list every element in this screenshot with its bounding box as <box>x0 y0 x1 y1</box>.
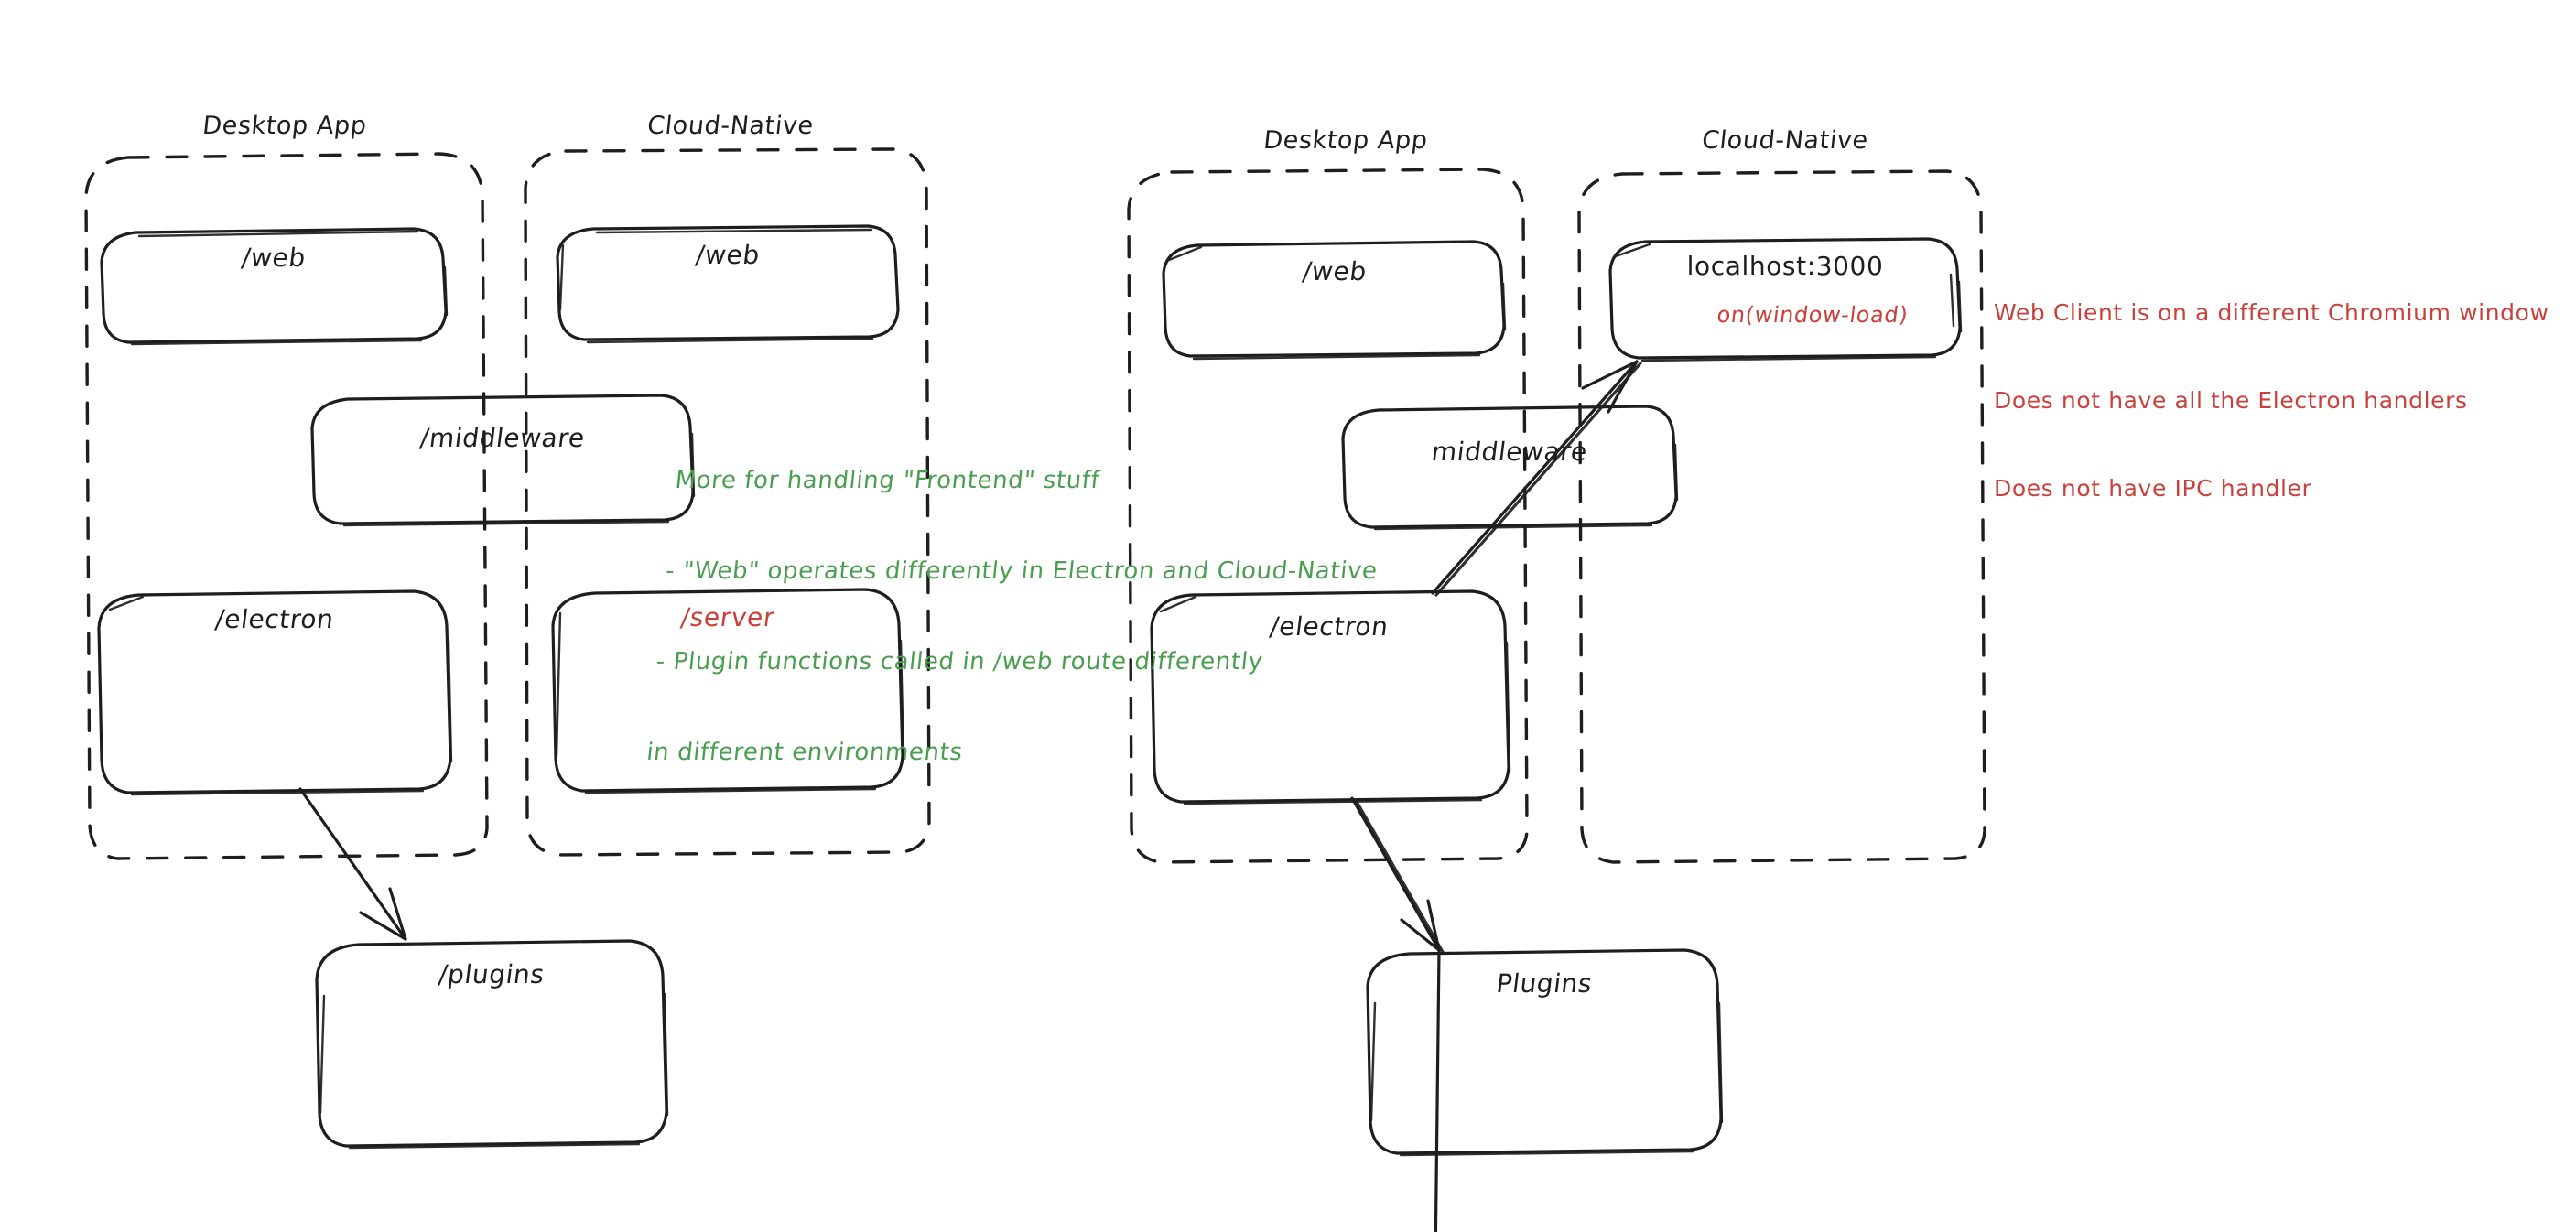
node-label-left-plugins: /plugins <box>437 959 547 989</box>
connector-right-electron-to-localhost <box>1431 360 1642 597</box>
annotation-green-line-3: - Plugin functions called in /web route … <box>655 648 1265 675</box>
node-shape-right-plugins <box>1366 948 1724 1157</box>
node-label-right-electron: /electron <box>1268 611 1391 642</box>
connector-left-electron-to-plugins <box>298 787 407 941</box>
annotation-green-line-1: More for handling "Frontend" stuff <box>674 467 1101 494</box>
node-shape-left-desktop-web <box>100 227 449 346</box>
node-label-right-localhost: localhost:3000 <box>1686 251 1884 281</box>
node-label-right-desktop-web: /web <box>1301 256 1369 286</box>
node-shape-right-electron <box>1150 589 1511 805</box>
panel-title-right-desktop-app: Desktop App <box>1261 126 1430 155</box>
panel-title-left-cloud-native: Cloud-Native <box>645 112 816 140</box>
panel-title-left-desktop-app: Desktop App <box>200 112 369 140</box>
panel-outline-right-cloud-native <box>1577 169 1986 864</box>
panel-outline-right-desktop-app <box>1127 168 1529 864</box>
node-shape-left-middleware <box>310 394 696 527</box>
node-label-left-cloud-web: /web <box>694 240 762 270</box>
node-label-left-middleware: /middleware <box>418 423 587 453</box>
node-label-right-middleware: middleware <box>1430 437 1589 467</box>
node-shape-right-desktop-web <box>1162 240 1507 361</box>
panel-outline-left-desktop-app <box>84 152 489 860</box>
node-shape-right-localhost <box>1608 237 1963 362</box>
annotation-red-note: Web Client is on a different Chromium wi… <box>1994 240 2549 562</box>
node-label-right-plugins: Plugins <box>1494 968 1595 999</box>
annotation-red-line-3: Does not have IPC handler <box>1994 475 2312 502</box>
node-shape-left-plugins <box>315 939 669 1150</box>
panel-title-right-cloud-native: Cloud-Native <box>1700 126 1870 155</box>
connector-right-electron-to-plugins <box>1350 796 1445 1232</box>
node-label-left-desktop-web: /web <box>240 243 308 273</box>
annotation-green-line-2: - "Web" operates differently in Electron… <box>664 557 1380 585</box>
node-shape-left-server <box>551 588 905 794</box>
annotation-red-line-2: Does not have all the Electron handlers <box>1994 387 2468 414</box>
node-shape-right-middleware <box>1341 405 1679 531</box>
node-shape-left-cloud-web <box>556 224 900 344</box>
annotation-green-line-4: in different environments <box>644 739 965 766</box>
annotation-red-line-1: Web Client is on a different Chromium wi… <box>1994 299 2549 326</box>
node-sublabel-right-localhost-on-window-load: on(window-load) <box>1715 302 1910 328</box>
panel-outline-left-cloud-native <box>524 147 931 857</box>
node-label-left-electron: /electron <box>213 604 336 634</box>
node-shape-left-electron <box>97 589 453 796</box>
